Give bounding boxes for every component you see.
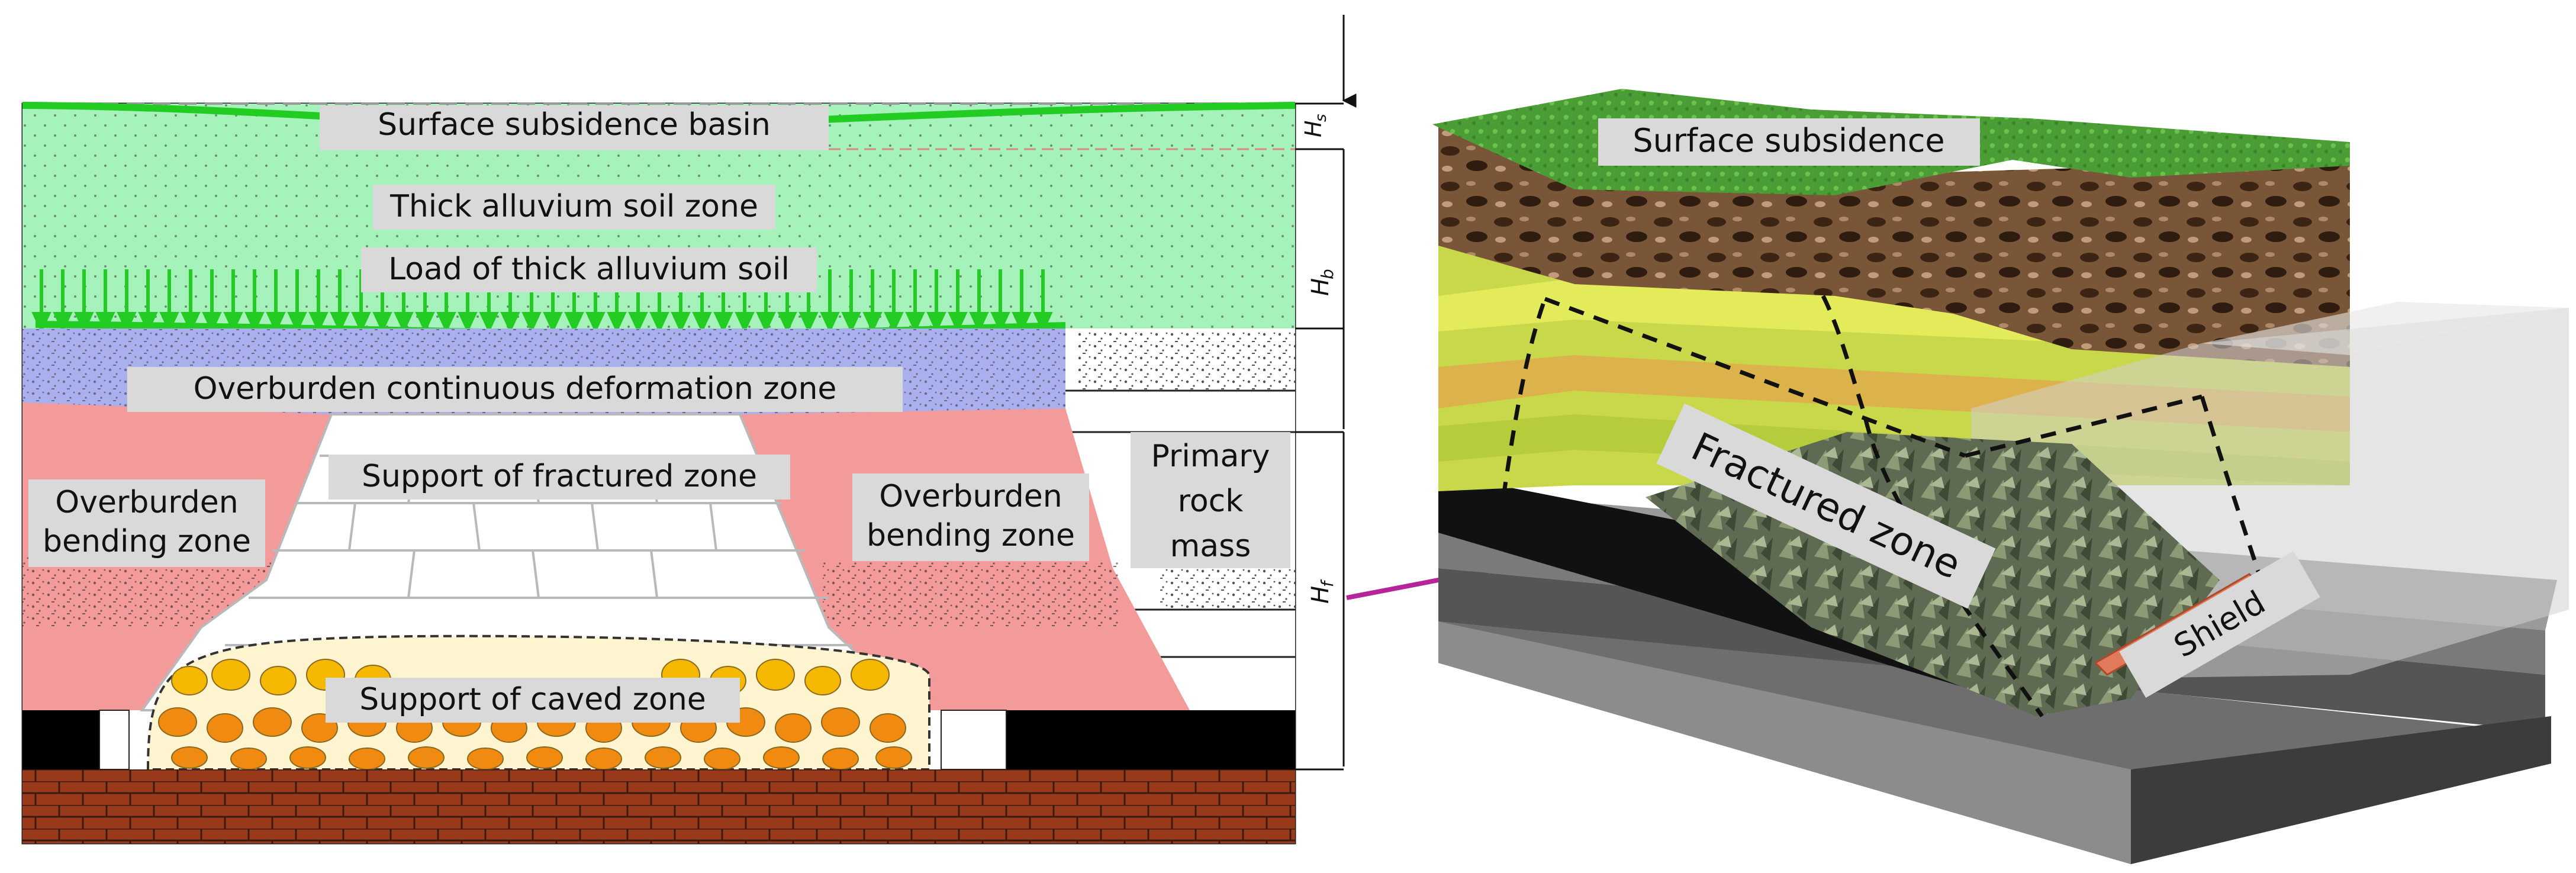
load-arrow-head [756,312,776,334]
label-continuous-deformation: Overburden continuous deformation zone [127,367,903,412]
left-labels: Surface subsidence basin Thick alluvium … [28,105,1290,723]
svg-text:Overburden: Overburden [55,485,238,520]
load-arrow-head [117,312,137,334]
label-primary-rock: Primary rock mass [1131,432,1290,568]
label-surface-basin: Surface subsidence basin [320,105,829,150]
svg-text:Overburden continuous deformat: Overburden continuous deformation zone [194,371,837,407]
load-arrow-head [223,312,243,334]
load-arrow-head [394,312,414,334]
svg-text:H: H [1300,120,1326,137]
load-arrow-head [1012,312,1032,334]
load-arrow-head [458,312,478,334]
load-arrow-head [330,312,350,334]
load-arrow-head [74,312,94,334]
svg-text:mass: mass [1170,529,1251,564]
load-arrow-head [564,312,584,334]
svg-text:Surface subsidence: Surface subsidence [1632,122,1944,159]
label-support-caved: Support of caved zone [326,678,740,723]
hb-marker: H b [1305,255,1337,302]
load-arrow-head [202,312,222,334]
load-arrow-head [31,312,51,334]
load-arrow-head [607,312,627,334]
load-arrow-head [905,312,925,334]
height-markers [1295,15,1357,771]
load-arrow-head [436,312,456,334]
load-arrow-head [820,312,840,334]
load-arrow-head [479,312,499,334]
svg-text:Overburden: Overburden [879,479,1062,514]
svg-text:Support of caved zone: Support of caved zone [359,682,706,717]
svg-text:H: H [1307,278,1334,296]
label-alluvium-zone: Thick alluvium soil zone [373,185,775,230]
load-arrow-head [926,312,946,334]
svg-text:Surface subsidence basin: Surface subsidence basin [378,107,771,143]
svg-text:rock: rock [1178,484,1244,519]
load-arrow-head [308,312,329,334]
svg-text:Thick alluvium soil zone: Thick alluvium soil zone [389,189,758,224]
load-arrow-head [884,312,904,334]
load-arrow-head [372,312,392,334]
load-arrow-head [671,312,691,334]
label-surface-subsidence: Surface subsidence [1598,118,1980,166]
svg-text:H: H [1307,586,1334,604]
load-arrow-head [95,312,115,334]
load-arrow-head [841,312,861,334]
coal-seam-left [22,710,99,769]
load-arrow-head [585,312,606,334]
svg-text:bending zone: bending zone [867,518,1075,553]
load-arrow-head [798,312,819,334]
load-arrow-head [692,312,712,334]
load-arrow-head [181,312,201,334]
label-bending-right: Overburden bending zone [852,473,1089,561]
label-alluvium-load: Load of thick alluvium soil [361,247,817,292]
svg-text:s: s [1312,114,1330,122]
load-arrow-head [53,312,73,334]
hf-marker: H f [1305,562,1337,610]
load-arrow-head [777,312,797,334]
load-arrow-head [138,312,158,334]
load-arrow-head [735,312,755,334]
svg-text:bending zone: bending zone [43,524,251,559]
load-arrow-head [266,312,286,334]
load-arrow-head [244,312,265,334]
floor-bricks [22,769,1295,843]
load-arrow-head [948,312,968,334]
load-arrow-head [415,312,435,334]
load-arrow-head [649,312,669,334]
load-arrow-head [287,312,307,334]
load-arrow-head [862,312,883,334]
coal-seam-right [1006,710,1295,769]
svg-text:Support of fractured zone: Support of fractured zone [362,459,757,494]
load-arrow-head [521,312,542,334]
hs-marker: H s [1300,107,1330,146]
label-support-fractured: Support of fractured zone [329,455,790,500]
load-arrow-head [990,312,1010,334]
load-arrow-head [628,312,648,334]
svg-text:Load of thick alluvium soil: Load of thick alluvium soil [388,252,790,287]
soil-layer [1438,124,1574,284]
svg-text:b: b [1318,269,1337,279]
load-arrow-head [543,312,563,334]
load-arrow-head [713,312,733,334]
right-3d-block [1432,89,2569,864]
label-bending-left: Overburden bending zone [28,479,265,567]
load-arrow-head [969,312,989,334]
load-arrow-head [351,312,371,334]
svg-text:Primary: Primary [1151,439,1270,474]
load-arrow-head [500,312,520,334]
load-arrow-head [159,312,179,334]
load-arrow-head [1033,312,1053,334]
